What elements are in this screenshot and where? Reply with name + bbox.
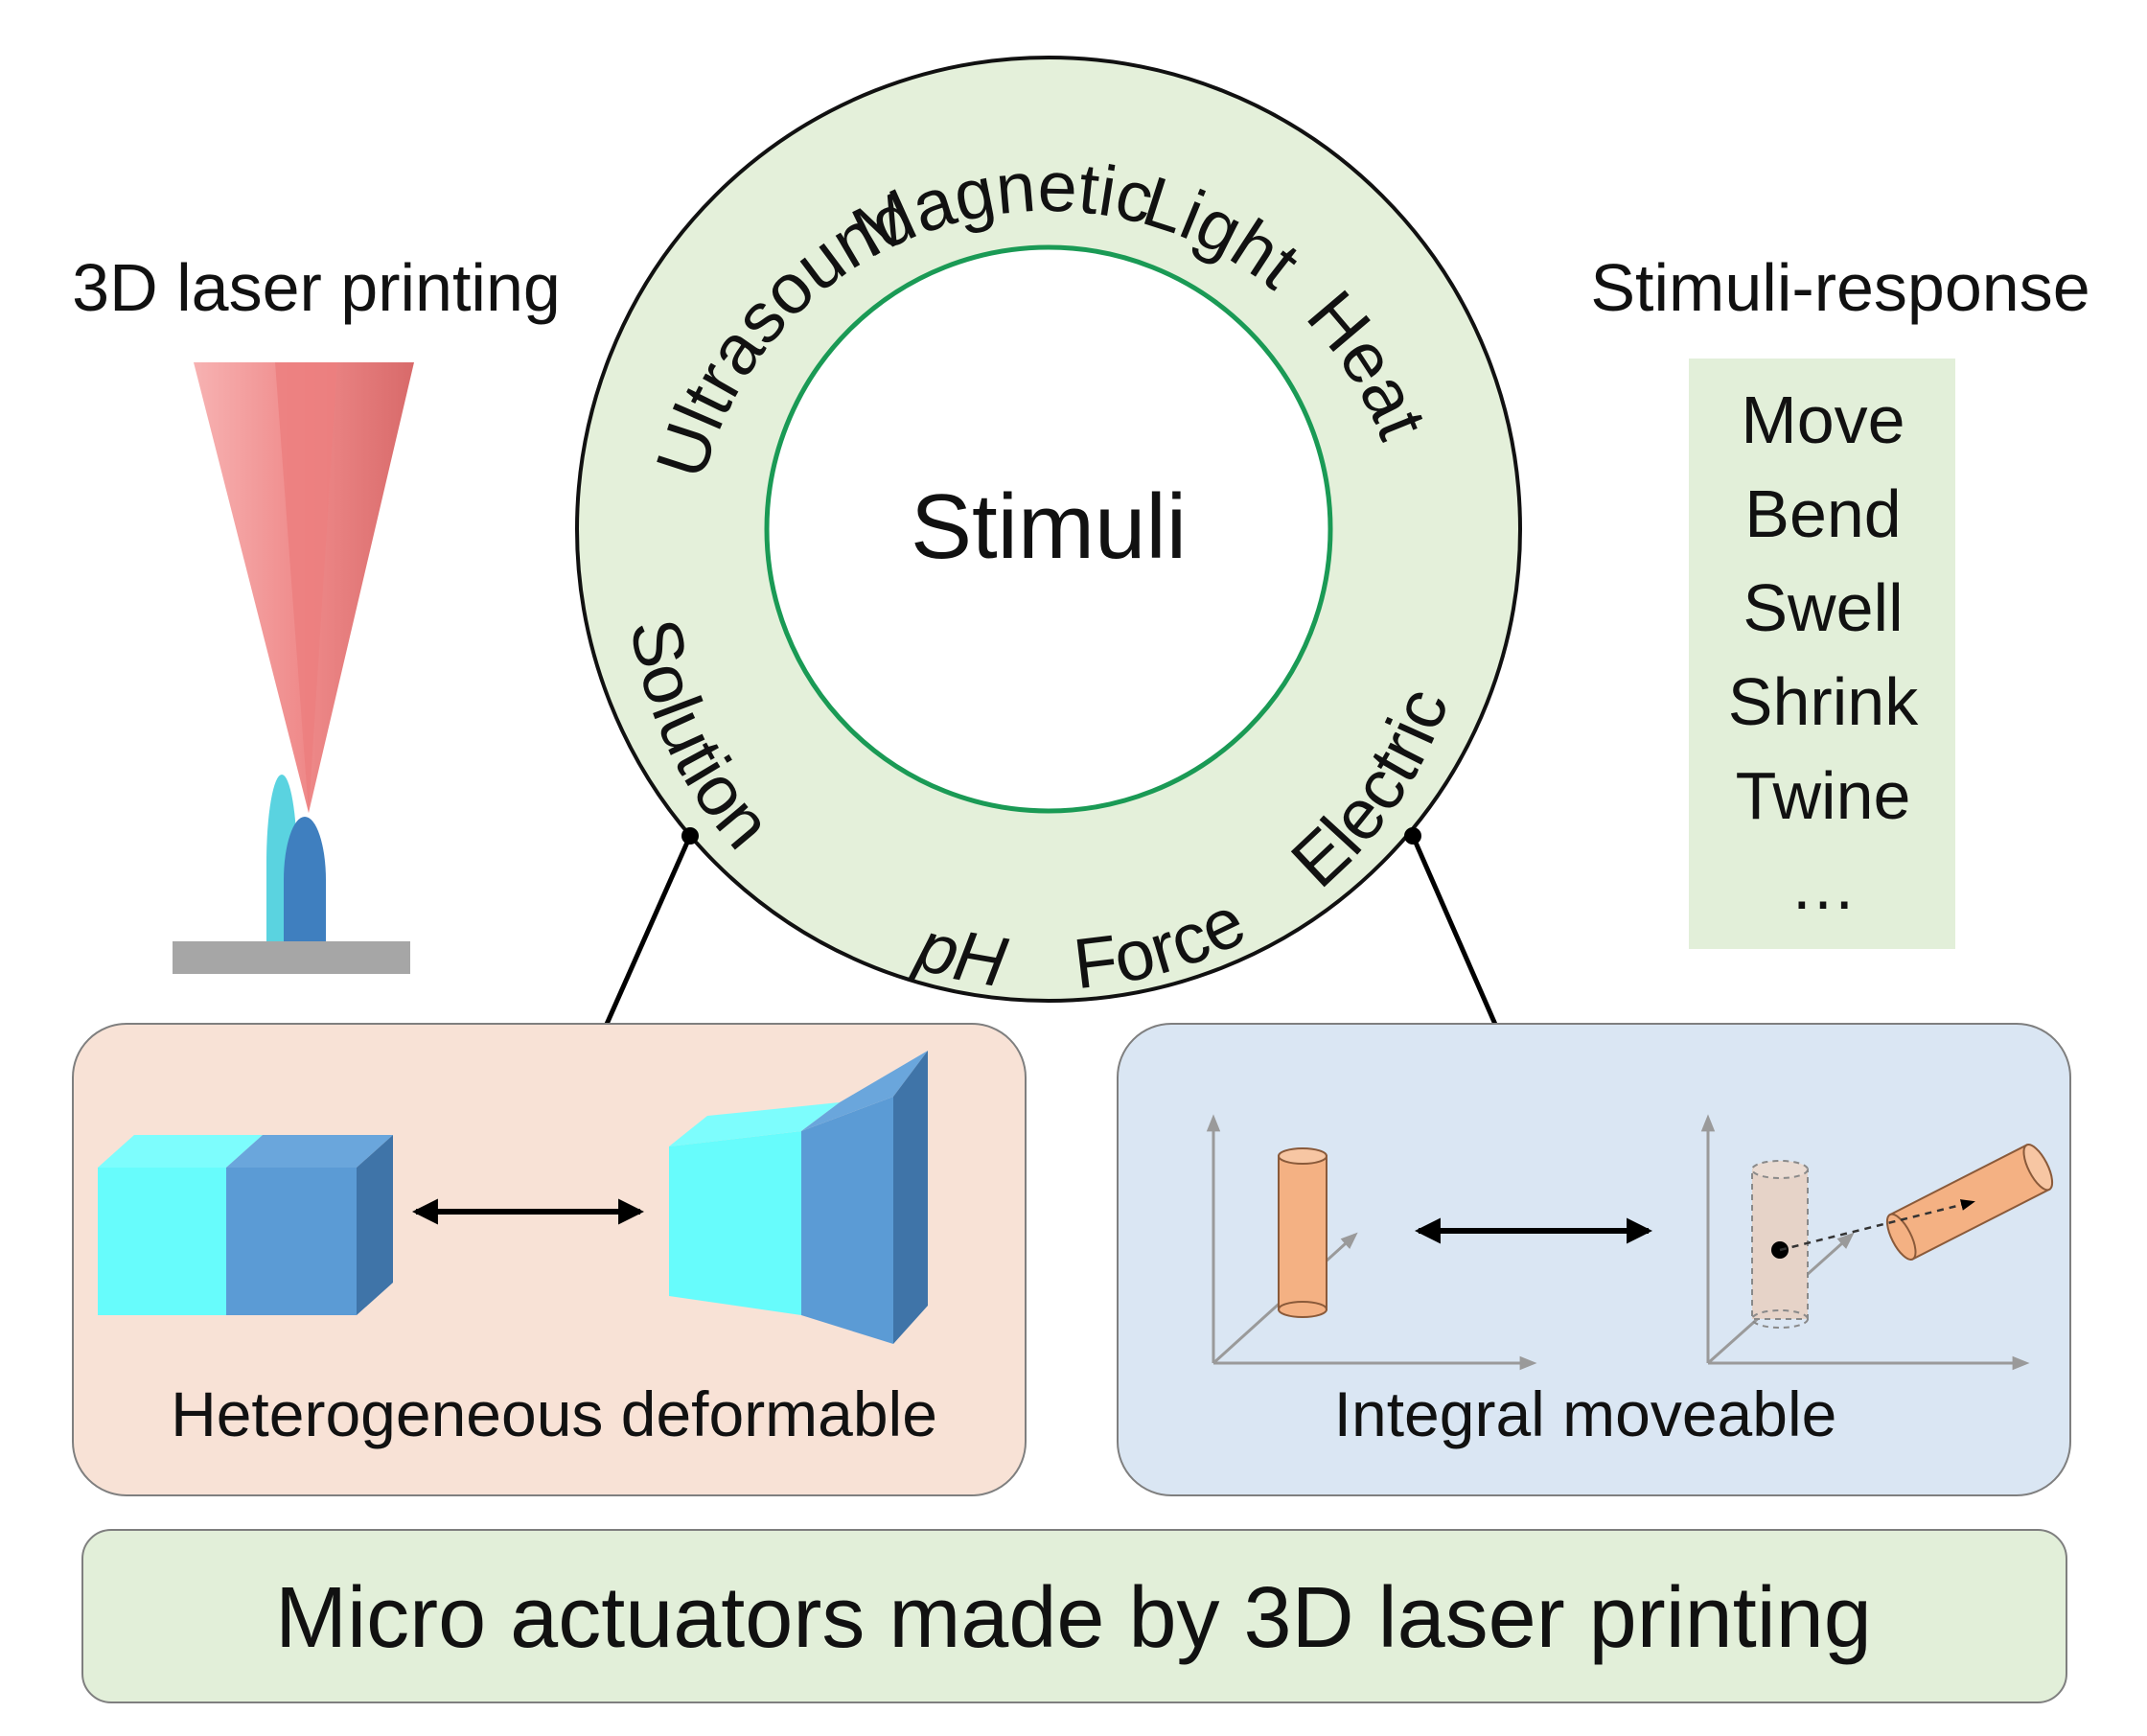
cylinder-body xyxy=(1278,1155,1327,1310)
right-title: Stimuli-response xyxy=(1590,250,2089,325)
deformed-dark-side xyxy=(893,1051,928,1344)
stimuli-ring: Stimuli Ultrasound Magnetic Light Heat S… xyxy=(575,56,1522,1004)
ghost-cylinder-bottom xyxy=(1751,1309,1809,1329)
panel-integral-moveable: Integral moveable xyxy=(1117,1023,2071,1496)
response-item: Move xyxy=(1741,382,1905,457)
substrate xyxy=(173,941,410,974)
left-title: 3D laser printing xyxy=(72,250,561,325)
inner-circle xyxy=(764,244,1333,814)
cube-dark-front xyxy=(226,1168,357,1315)
deformed-light-top xyxy=(669,1102,840,1146)
bilayer-cube-deformed xyxy=(669,1051,928,1344)
cube-dark-top xyxy=(226,1135,393,1168)
deformed-dark-front xyxy=(801,1097,893,1344)
moved-cylinder-end xyxy=(2022,1144,2054,1192)
response-list: Move Bend Swell Shrink Twine … xyxy=(1728,382,1919,923)
response-item: Twine xyxy=(1736,758,1911,833)
bottom-banner: Micro actuators made by 3D laser printin… xyxy=(81,1529,2067,1703)
panel-heterogeneous-deformable: Heterogeneous deformable xyxy=(72,1023,1027,1496)
cylinder-bottom xyxy=(1278,1301,1327,1318)
cube-light-front xyxy=(98,1168,226,1315)
translation-path xyxy=(1779,1199,1975,1252)
response-item: … xyxy=(1789,848,1857,923)
bottom-banner-background xyxy=(81,1529,2067,1703)
panel-left-label: Heterogeneous deformable xyxy=(171,1378,937,1449)
response-item: Bend xyxy=(1744,476,1901,551)
cylinder-upright xyxy=(1278,1147,1327,1318)
cylinder-top xyxy=(1278,1147,1327,1165)
moved-cylinder-start xyxy=(1885,1213,1917,1261)
deformed-light-front xyxy=(669,1131,801,1315)
laser-printing-illustration xyxy=(173,362,414,974)
cube-light-top xyxy=(98,1135,263,1168)
panel-right-background xyxy=(1117,1023,2071,1496)
ghost-cylinder-top xyxy=(1751,1160,1809,1179)
center-label: Stimuli xyxy=(911,475,1187,578)
laser-beam-core xyxy=(275,362,337,813)
bilayer-cube-undeformed xyxy=(98,1135,393,1315)
cube-dark-side xyxy=(357,1135,393,1315)
bottom-banner-text: Micro actuators made by 3D laser printin… xyxy=(275,1570,1872,1666)
deformed-dark-top xyxy=(801,1051,928,1131)
response-box xyxy=(1689,359,1955,949)
cylinder-ghost xyxy=(1751,1160,1809,1329)
panel-right-label: Integral moveable xyxy=(1334,1378,1837,1449)
response-item: Swell xyxy=(1743,570,1903,645)
printed-structure-blue-base xyxy=(284,880,326,943)
response-item: Shrink xyxy=(1728,664,1919,739)
